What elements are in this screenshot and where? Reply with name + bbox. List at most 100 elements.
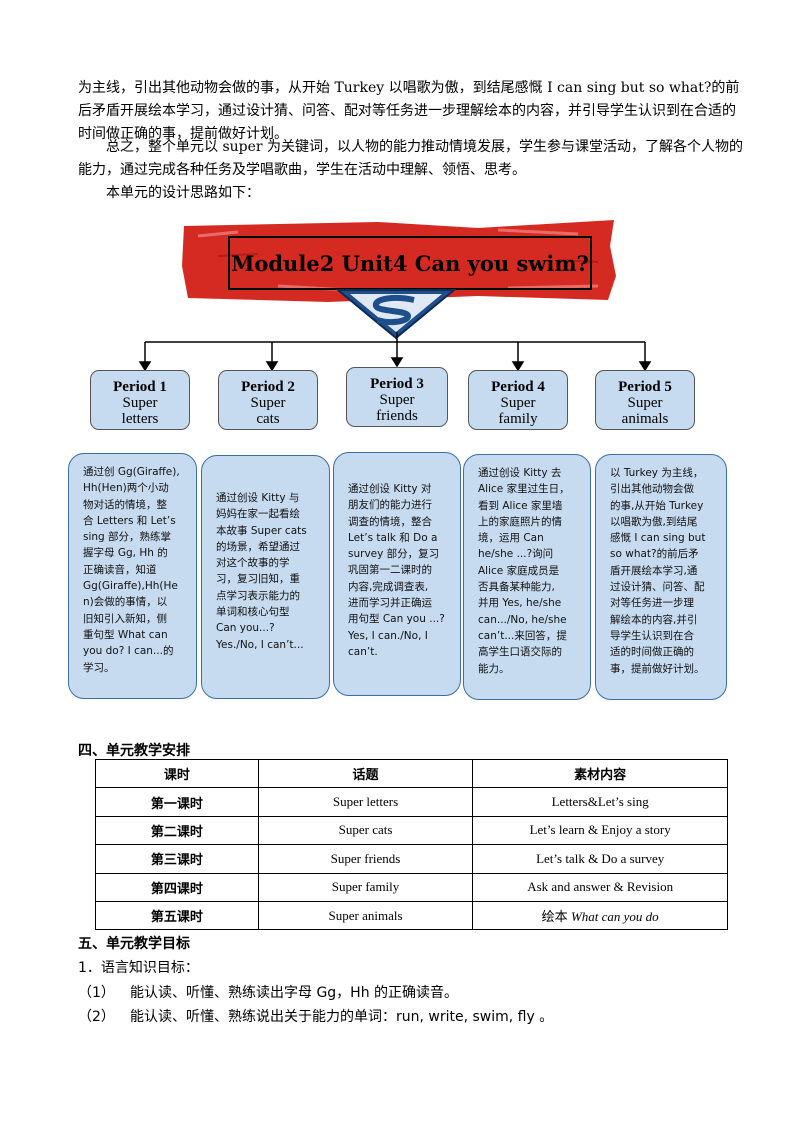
table-cell: Super friends: [257, 844, 474, 874]
desc-line: Can you...?: [216, 622, 275, 635]
table-cell: 第二课时: [95, 815, 259, 846]
objective-language-knowledge: 1．语言知识目标：: [78, 960, 199, 976]
period-2-box: Period 2 Super cats: [218, 370, 318, 430]
desc-line: 点学习表示能力的: [216, 589, 300, 602]
desc-line: 内容,完成调查表,: [348, 580, 429, 593]
desc-line: Yes./No, I can’t...: [216, 638, 304, 651]
desc-line: Yes, I can./No, I: [348, 629, 428, 642]
period-title: Period 5: [618, 379, 672, 395]
diagram-title: Module2 Unit4 Can you swim?: [228, 236, 592, 290]
desc-line: sing 部分，熟练掌: [83, 531, 172, 544]
section-5-heading: 五、单元教学目标: [78, 936, 190, 952]
table-row: 第一课时 Super letters Letters&Let’s sing: [95, 787, 728, 817]
period-title: Period 1: [113, 379, 167, 395]
desc-line: 解绘本的内容,并引: [610, 613, 698, 626]
period-1-box: Period 1 Super letters: [90, 370, 190, 430]
desc-line: Alice 家里过生日，: [478, 483, 570, 496]
table-cell: 第四课时: [95, 872, 259, 902]
item-number: （1）: [78, 985, 115, 1001]
table-row: 第二课时 Super cats Let’s learn & Enjoy a st…: [95, 815, 728, 846]
desc-line: 重句型 What can: [83, 628, 168, 641]
table-cell: Ask and answer & Revision: [472, 872, 728, 902]
table-header: 素材内容: [472, 758, 728, 789]
desc-line: 否具备某种能力,: [478, 581, 555, 594]
desc-line: 握字母 Gg, Hh 的: [83, 547, 168, 560]
diagram-connectors: [138, 332, 652, 372]
period-3-description: 通过创设 Kitty 对 朋友们的能力进行 调查的情境，整合 Let’s tal…: [333, 452, 461, 696]
period-line: Super: [250, 395, 286, 411]
desc-line: 合 Letters 和 Let’s: [83, 514, 176, 527]
desc-line: 引出其他动物会做: [610, 483, 694, 496]
period-1-description: 通过创 Gg(Giraffe), Hh(Hen)两个小动 物对话的情境，整 合 …: [68, 453, 197, 699]
section-4-heading: 四、单元教学安排: [78, 743, 190, 759]
table-cell: Let’s learn & Enjoy a story: [472, 815, 728, 846]
desc-line: so what?的前后矛: [610, 548, 699, 561]
superman-logo-icon: [336, 289, 456, 340]
table-row: 第三课时 Super friends Let’s talk & Do a sur…: [95, 844, 728, 874]
table-cell: 第三课时: [95, 844, 259, 874]
table-row: 第五课时 Super animals 绘本 What can you do: [95, 900, 728, 931]
period-title: Period 2: [241, 379, 295, 395]
table-cell: Super letters: [257, 787, 474, 817]
desc-line: 看到 Alice 家里墙: [478, 499, 563, 512]
desc-line: 适的时间做正确的: [610, 646, 694, 659]
period-line: Super: [122, 395, 158, 411]
desc-line: 通过创设 Kitty 对: [348, 483, 432, 495]
desc-line: 导学生认识到在合: [610, 629, 694, 642]
desc-line: 通过创 Gg(Giraffe),: [83, 466, 180, 478]
period-5-box: Period 5 Super animals: [595, 370, 695, 430]
intro-paragraph-2: 总之，整个单元以 super 为关键词，以人物的能力推动情境发展，学生参与课堂活…: [78, 139, 744, 178]
desc-line: 上的家庭照片的情: [478, 515, 562, 528]
desc-line: n)会做的事情，以: [83, 596, 168, 609]
item-number: （2）: [78, 1009, 115, 1025]
desc-line: 单词和核心句型: [216, 606, 290, 619]
period-2-description: 通过创设 Kitty 与 妈妈在家一起看绘 本故事 Super cats 的场景…: [201, 455, 330, 699]
table-header: 课时: [95, 758, 259, 789]
period-line: letters: [121, 411, 159, 427]
period-line: family: [498, 411, 538, 427]
period-title: Period 4: [491, 379, 545, 395]
desc-line: can.../No, he/she: [478, 613, 567, 626]
table-cell: Super family: [257, 872, 474, 902]
desc-line: 的事,从开始 Turkey: [610, 499, 704, 512]
desc-line: he/she ...?询问: [478, 548, 554, 561]
desc-line: 巩固第一二课时的: [348, 564, 432, 577]
desc-line: can’t.: [348, 645, 378, 658]
desc-line: 习，复习旧知，重: [216, 573, 300, 586]
table-cell: Super cats: [257, 815, 474, 846]
period-3-box: Period 3 Super friends: [346, 367, 448, 427]
desc-line: 高学生口语交际的: [478, 646, 562, 659]
desc-line: 朋友们的能力进行: [348, 499, 432, 512]
desc-line: 境，运用 Can: [478, 532, 544, 545]
period-line: Super: [627, 395, 663, 411]
table-cell: Letters&Let’s sing: [472, 787, 728, 817]
period-4-description: 通过创设 Kitty 去 Alice 家里过生日， 看到 Alice 家里墙 上…: [463, 454, 591, 700]
desc-line: 物对话的情境，整: [83, 498, 167, 511]
desc-line: 通过创设 Kitty 去: [478, 467, 562, 479]
intro-paragraph-3: 本单元的设计思路如下：: [106, 185, 260, 201]
item-text: 能认读、听懂、熟练读出字母 Gg，Hh 的正确读音。: [130, 985, 459, 1001]
desc-line: 感慨 I can sing but: [610, 532, 706, 545]
desc-line: 妈妈在家一起看绘: [216, 508, 300, 521]
table-row: 第四课时 Super family Ask and answer & Revis…: [95, 872, 728, 902]
desc-line: you do? I can...的: [83, 645, 174, 658]
desc-line: 以 Turkey 为主线，: [610, 467, 704, 479]
desc-line: 调查的情境，整合: [348, 515, 432, 528]
desc-line: Hh(Hen)两个小动: [83, 482, 169, 495]
desc-line: 并用 Yes, he/she: [478, 597, 562, 610]
desc-line: 旧知引入新知，侧: [83, 612, 167, 625]
cell-italic: What can you do: [570, 909, 659, 925]
schedule-table: 课时 话题 素材内容 第一课时 Super letters Letters&Le…: [95, 758, 728, 931]
desc-line: survey 部分，复习: [348, 548, 440, 561]
desc-line: 事，提前做好计划。: [610, 662, 705, 675]
desc-line: Let’s talk 和 Do a: [348, 531, 438, 544]
objective-item-1: （1） 能认读、听懂、熟练读出字母 Gg，Hh 的正确读音。: [78, 982, 458, 1002]
desc-line: 能力。: [478, 662, 510, 675]
table-header: 话题: [257, 758, 474, 789]
table-header-row: 课时 话题 素材内容: [95, 758, 728, 789]
desc-line: 学习。: [83, 661, 115, 674]
intro-paragraph-1: 为主线，引出其他动物会做的事，从开始 Turkey 以唱歌为傲，到结尾感慨 I …: [78, 80, 740, 142]
desc-line: 用句型 Can you ...?: [348, 613, 445, 626]
objective-item-2: （2）能认读、听懂、熟练说出关于能力的单词：run, write, swim, …: [78, 1006, 553, 1026]
desc-line: 的场景，希望通过: [216, 540, 300, 553]
